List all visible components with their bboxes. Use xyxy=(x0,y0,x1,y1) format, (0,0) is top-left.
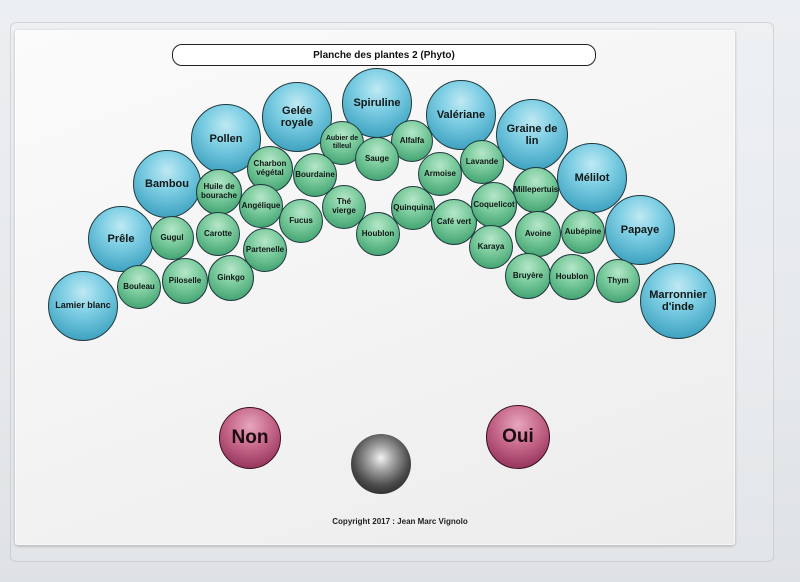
bubble-avoine[interactable]: Avoine xyxy=(515,211,561,257)
bubble-bruyere[interactable]: Bruyère xyxy=(505,253,551,299)
bubble-quinquina[interactable]: Quinquina xyxy=(391,186,435,230)
bubble-gugul[interactable]: Gugul xyxy=(150,216,194,260)
bubble-melilot[interactable]: Mélilot xyxy=(557,143,627,213)
bubble-bouleau[interactable]: Bouleau xyxy=(117,265,161,309)
bubble-graine-de-lin[interactable]: Graine de lin xyxy=(496,99,568,171)
bubble-valeriane[interactable]: Valériane xyxy=(426,80,496,150)
bubble-cafe-vert[interactable]: Café vert xyxy=(431,199,477,245)
bubble-angelique[interactable]: Angélique xyxy=(239,184,283,228)
bubble-aubepine[interactable]: Aubépine xyxy=(561,210,605,254)
bubble-houblon-right[interactable]: Houblon xyxy=(549,254,595,300)
bubble-carotte[interactable]: Carotte xyxy=(196,212,240,256)
bubble-lavande[interactable]: Lavande xyxy=(460,140,504,184)
pendulum-ball-icon xyxy=(351,434,411,494)
bubble-thym[interactable]: Thym xyxy=(596,259,640,303)
non-button[interactable]: Non xyxy=(219,407,281,469)
bubble-fucus[interactable]: Fucus xyxy=(279,199,323,243)
bubble-alfalfa[interactable]: Alfalfa xyxy=(391,120,433,162)
bubble-houblon-center[interactable]: Houblon xyxy=(356,212,400,256)
bubble-piloselle[interactable]: Piloselle xyxy=(162,258,208,304)
bubble-millepertuis[interactable]: Millepertuis xyxy=(513,167,559,213)
copyright-text: Copyright 2017 : Jean Marc Vignolo xyxy=(332,517,468,526)
bubble-prele[interactable]: Prêle xyxy=(88,206,154,272)
bubble-marronnier-dinde[interactable]: Marronnier d'inde xyxy=(640,263,716,339)
bubble-partenelle[interactable]: Partenelle xyxy=(243,228,287,272)
oui-button[interactable]: Oui xyxy=(486,405,550,469)
bubble-the-vierge[interactable]: Thé vierge xyxy=(322,185,366,229)
bubble-bambou[interactable]: Bambou xyxy=(133,150,201,218)
bubble-ginkgo[interactable]: Ginkgo xyxy=(208,255,254,301)
bubble-armoise[interactable]: Armoise xyxy=(418,152,462,196)
bubble-karaya[interactable]: Karaya xyxy=(469,225,513,269)
bubble-coquelicot[interactable]: Coquelicot xyxy=(471,182,517,228)
bubble-papaye[interactable]: Papaye xyxy=(605,195,675,265)
board-title: Planche des plantes 2 (Phyto) xyxy=(172,44,596,66)
bubble-sauge[interactable]: Sauge xyxy=(355,137,399,181)
bubble-lamier-blanc[interactable]: Lamier blanc xyxy=(48,271,118,341)
bubble-huile-de-bourache[interactable]: Huile de bourache xyxy=(196,169,242,215)
